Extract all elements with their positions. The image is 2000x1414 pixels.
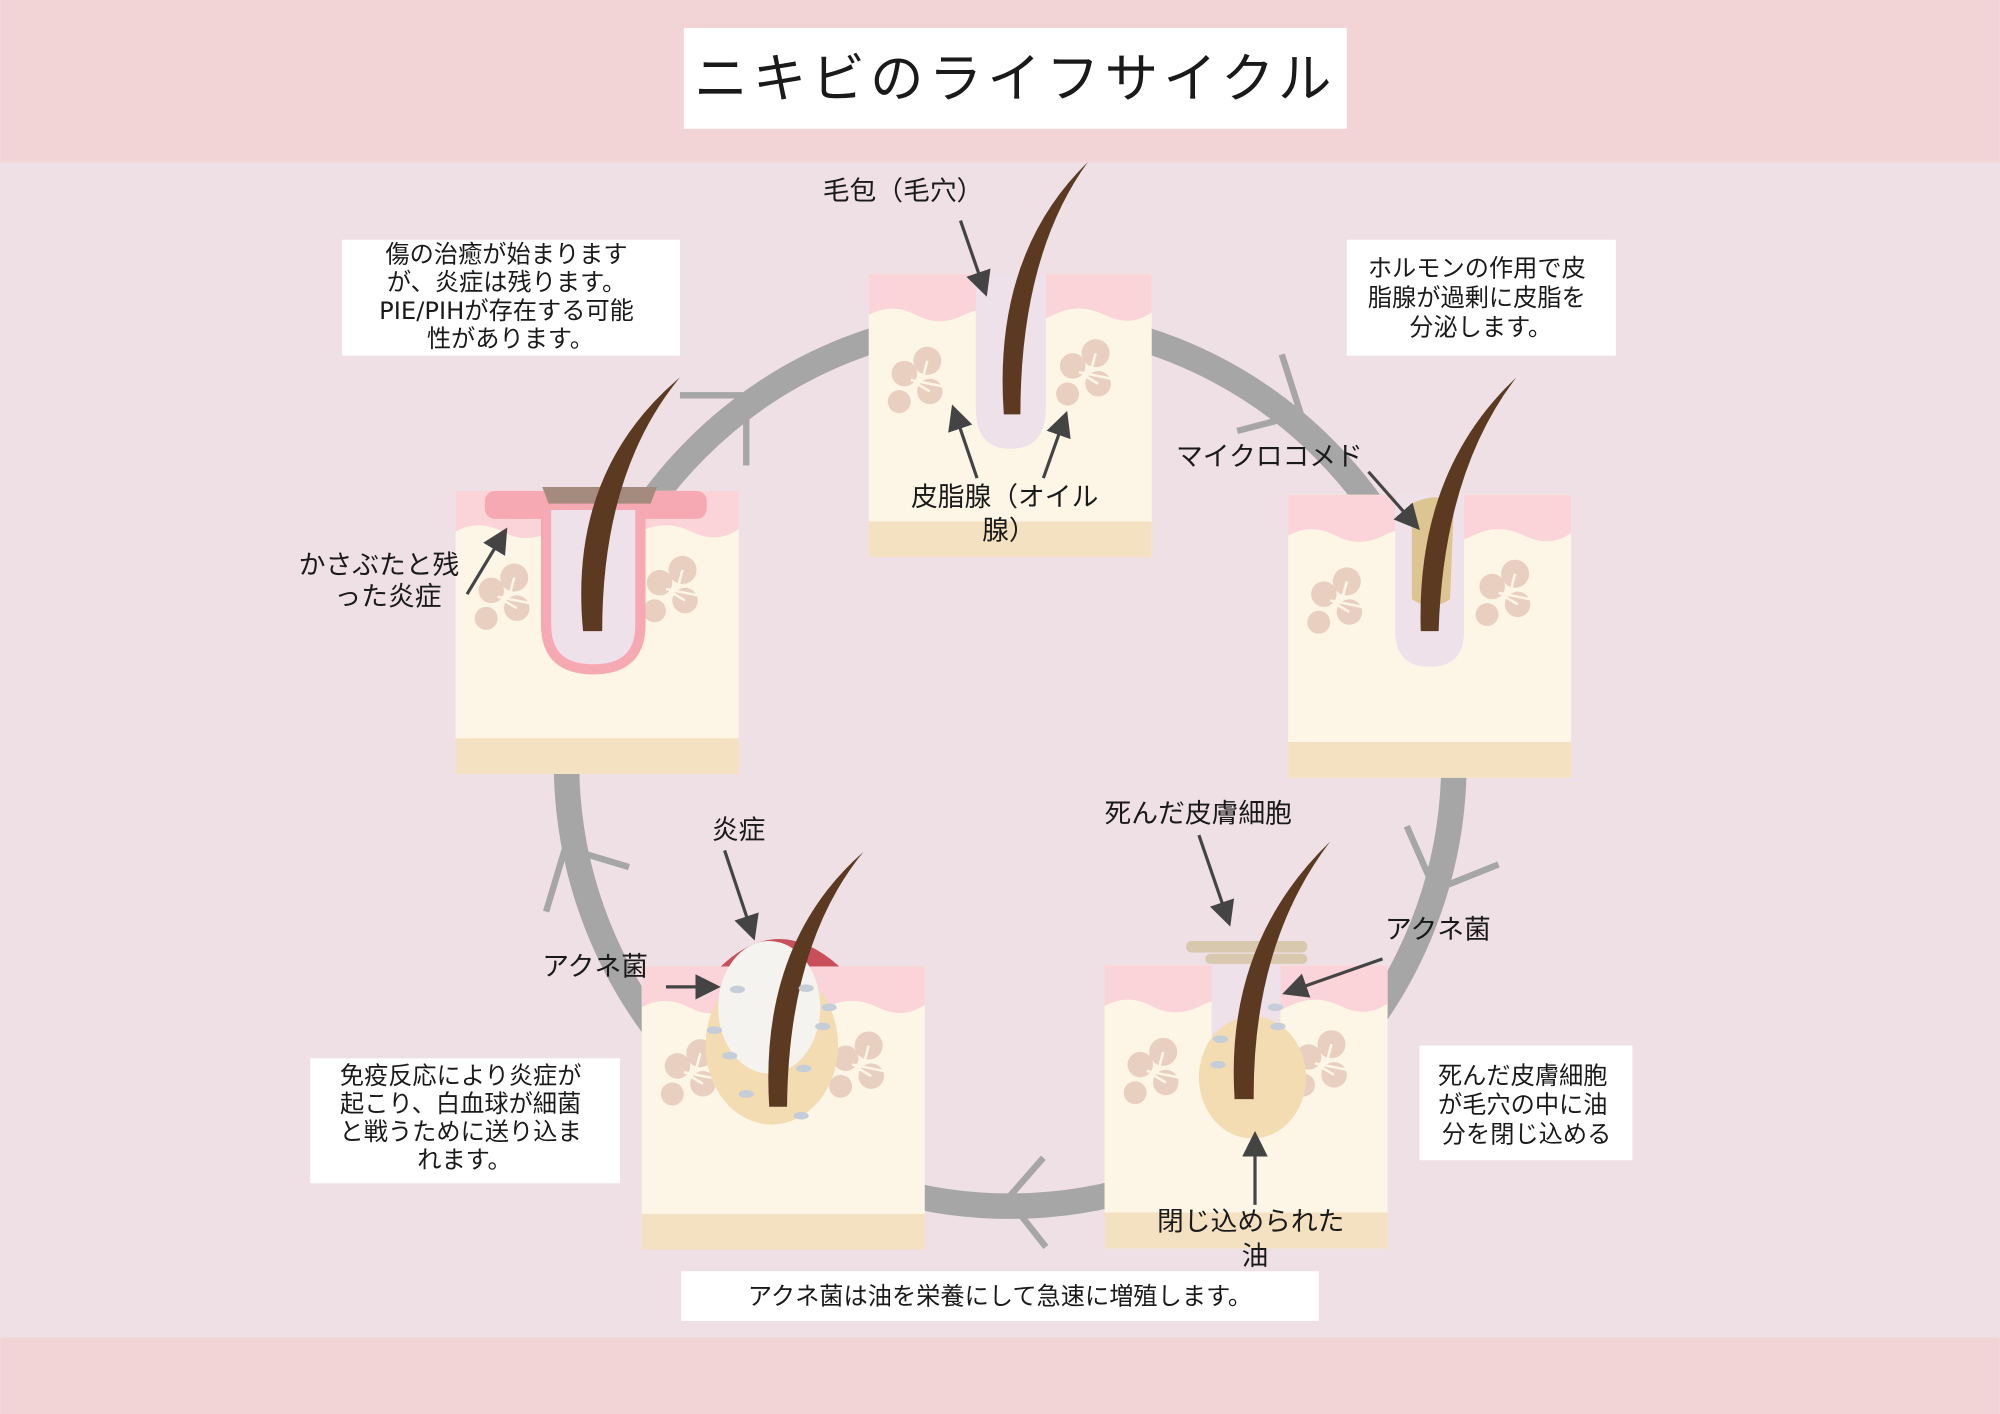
- title-box: [683, 28, 1347, 129]
- hair: [1420, 377, 1517, 632]
- cycle-arrow-marks: [543, 353, 1500, 1249]
- stage-microcomedo: [1288, 377, 1571, 777]
- page-title: ニキビのライフサイクル: [694, 47, 1336, 110]
- stage2-description: ホルモンの作用で皮 脂腺が過剰に皮脂を 分泌します。: [1368, 255, 1594, 342]
- bacteria-label-2: アクネ菌: [542, 951, 648, 982]
- stage3b-description: アクネ菌は油を栄養にして急速に増殖します。: [748, 1282, 1252, 1310]
- bottom-band: [0, 1337, 2000, 1414]
- follicle-label: 毛包（毛穴）: [823, 176, 984, 207]
- hair: [768, 851, 864, 1107]
- stage-trapped-oil: [1105, 841, 1388, 1249]
- stage-healing: [456, 377, 739, 774]
- stage3-description-box: [1419, 1045, 1633, 1161]
- stage4-description-box: [310, 1058, 621, 1184]
- stage-follicle: [869, 161, 1152, 557]
- dead-skin-cells-label: 死んだ皮膚細胞: [1105, 798, 1292, 829]
- stage5-description-box: [342, 239, 680, 356]
- scab-label: かさぶたと残 った炎症: [299, 550, 468, 613]
- microcomedo-label: マイクロコメド: [1176, 441, 1363, 472]
- hair: [581, 377, 680, 632]
- hair: [1233, 841, 1331, 1100]
- stage4-description: 免疫反応により炎症が 起こり、白血球が細菌 と戦うために送り込ま れます。: [340, 1062, 590, 1174]
- stage3b-description-box: [681, 1271, 1319, 1321]
- bacteria-label: アクネ菌: [1385, 914, 1491, 945]
- sebaceous-gland-label: 皮脂腺（オイル 腺）: [911, 482, 1107, 546]
- inflammation-label: 炎症: [712, 815, 766, 846]
- hair: [1002, 161, 1088, 415]
- stage-inflammation: [642, 851, 925, 1250]
- stage5-description: 傷の治癒が始まります が、炎症は残ります。 PIE/PIHが存在する可能 性があ…: [379, 241, 641, 353]
- trapped-oil-label: 閉じ込められた 油: [1157, 1206, 1353, 1271]
- stage3-description: 死んだ皮膚細胞 が毛穴の中に油 分を閉じ込める: [1438, 1062, 1615, 1149]
- stage2-description-box: [1346, 239, 1616, 356]
